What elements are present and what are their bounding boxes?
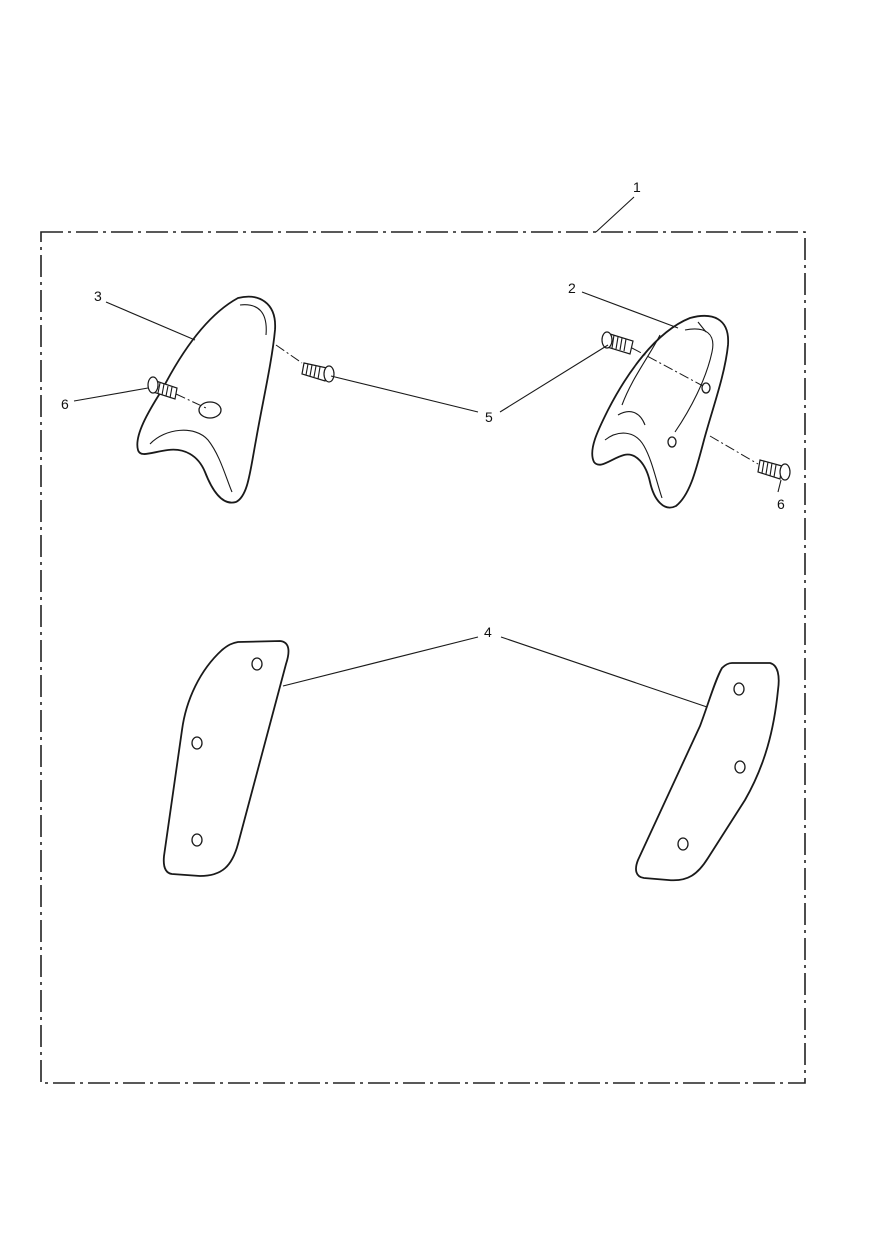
left-cover-to-screw-centerline [275,344,303,364]
leader-line-5-left [330,375,479,413]
kit-boundary-frame [40,231,806,1084]
right-long-screw [601,331,634,355]
callout-label-5: 5 [485,409,493,425]
left-gasket-part [162,640,290,877]
leader-line-5-right [499,344,609,413]
leader-line-6-left [73,387,149,402]
leader-line-4-left [282,636,479,687]
callout-label-6-left: 6 [61,396,69,412]
left-cover-part [136,295,276,504]
right-gasket-part [635,662,780,882]
leader-line-6-right [777,479,782,493]
callout-label-4: 4 [484,624,492,640]
right-upper-centerline [631,347,704,387]
callout-label-1: 1 [633,179,641,195]
leader-line-3 [105,301,196,341]
right-short-screw [757,459,791,481]
leader-line-2 [581,291,679,329]
callout-label-6-right: 6 [777,496,785,512]
leader-line-4-right [500,636,708,708]
right-lower-centerline [709,435,759,465]
callout-label-2: 2 [568,280,576,296]
leader-line-1 [595,196,635,233]
callout-label-3: 3 [94,288,102,304]
right-cover-part [591,314,729,509]
left-screw-centerline [175,393,207,409]
left-short-screw [147,376,178,400]
left-long-screw [301,362,335,383]
